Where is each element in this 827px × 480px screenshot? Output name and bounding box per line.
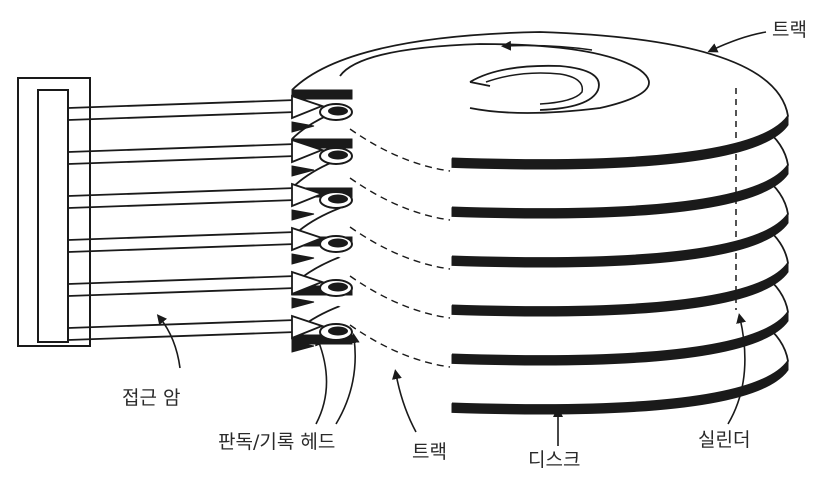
track-5 — [349, 275, 451, 319]
top-platter-detail — [339, 43, 650, 114]
track-top-label: 트랙 — [772, 19, 807, 41]
actuator-block — [17, 77, 91, 347]
rw-head-1 — [291, 94, 353, 133]
access-arms — [67, 99, 297, 341]
rw-head-leader-2 — [335, 333, 360, 425]
rw-head-3 — [291, 182, 353, 221]
arm-6 — [67, 319, 297, 341]
dashed-tracks — [349, 128, 451, 368]
access-arm-label: 접근 암 — [122, 387, 180, 409]
arm-5 — [67, 275, 297, 297]
read-write-heads — [291, 94, 353, 353]
disk-platters — [291, 31, 789, 415]
rw-head-6 — [291, 314, 353, 353]
arm-4 — [67, 231, 297, 253]
rotation-arrow — [501, 40, 593, 51]
cylinder-leader — [727, 313, 746, 425]
arm-1 — [67, 99, 297, 121]
arm-2 — [67, 143, 297, 165]
track-bottom-leader — [392, 369, 417, 433]
arm-3 — [67, 187, 297, 209]
access-arm-leader — [156, 314, 181, 369]
track-2 — [349, 128, 451, 172]
track-3 — [349, 177, 451, 221]
cylinder-label: 실린더 — [698, 429, 750, 451]
track-bottom-label: 트랙 — [412, 441, 447, 463]
rw-head-2 — [291, 138, 353, 177]
track-6 — [349, 324, 451, 368]
rw-head-4 — [291, 226, 353, 265]
rw-head-label: 판독/기록 헤드 — [218, 431, 335, 453]
track-4 — [349, 226, 451, 270]
track-top-leader — [707, 31, 767, 53]
rw-head-5 — [291, 270, 353, 309]
rw-head-leader-1 — [315, 335, 328, 425]
disk-label: 디스크 — [528, 449, 580, 471]
